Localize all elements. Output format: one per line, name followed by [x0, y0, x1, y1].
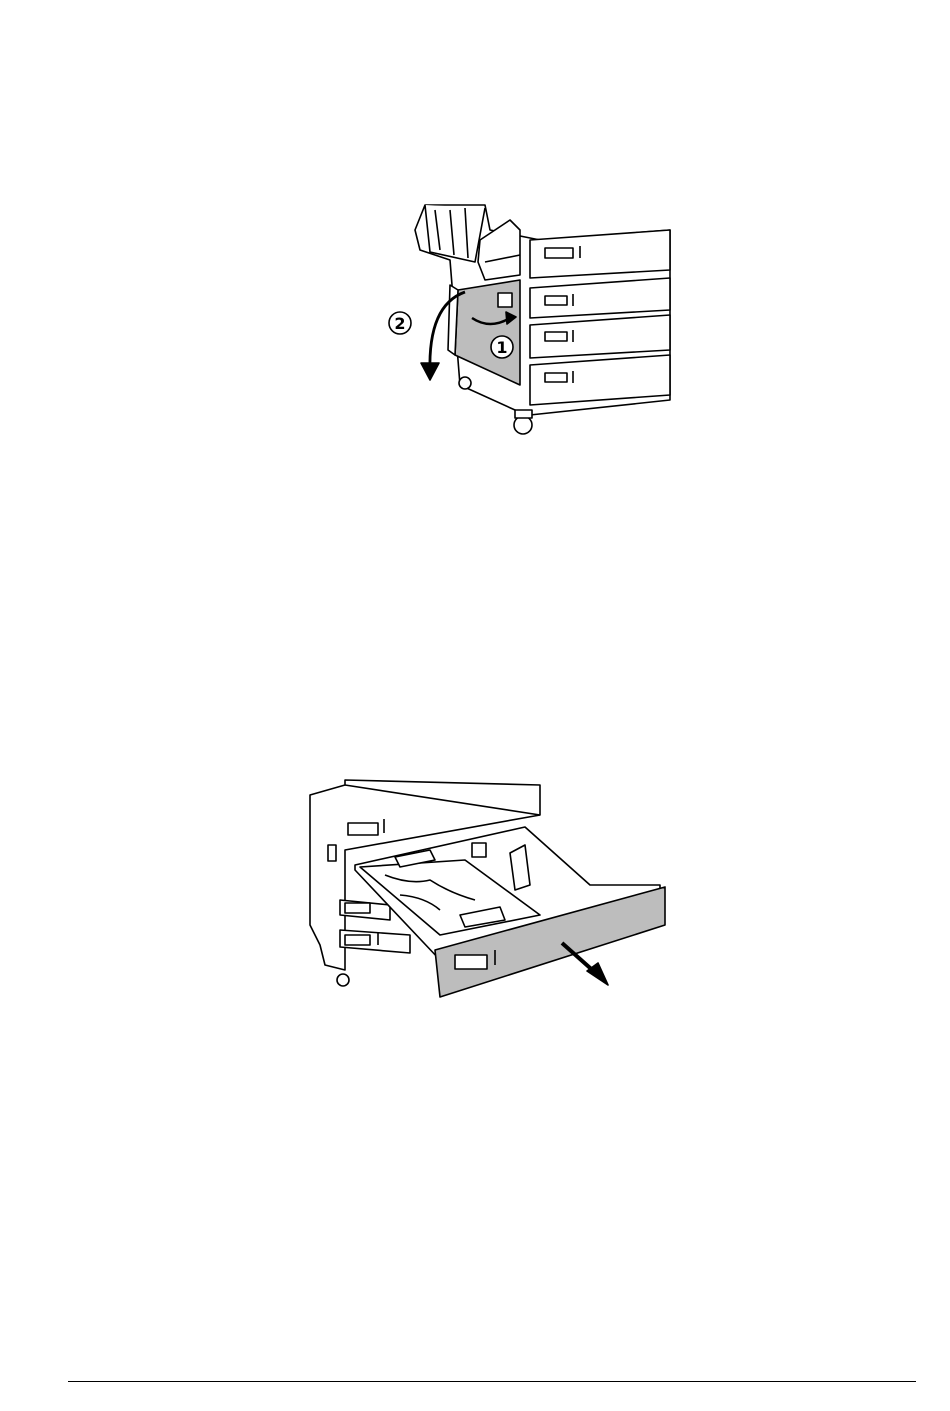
svg-text:1: 1 — [496, 338, 507, 357]
printer-left-cover-illustration: 2 1 — [380, 200, 680, 440]
svg-text:2: 2 — [394, 314, 405, 333]
figure-pull-out-tray — [300, 775, 670, 1000]
step-label-2: 2 — [389, 312, 411, 334]
step-label-1: 1 — [491, 336, 513, 358]
figure-open-left-cover: 2 1 — [380, 200, 680, 440]
paper-tray-illustration — [300, 775, 670, 1000]
footer-rule — [68, 1381, 916, 1382]
